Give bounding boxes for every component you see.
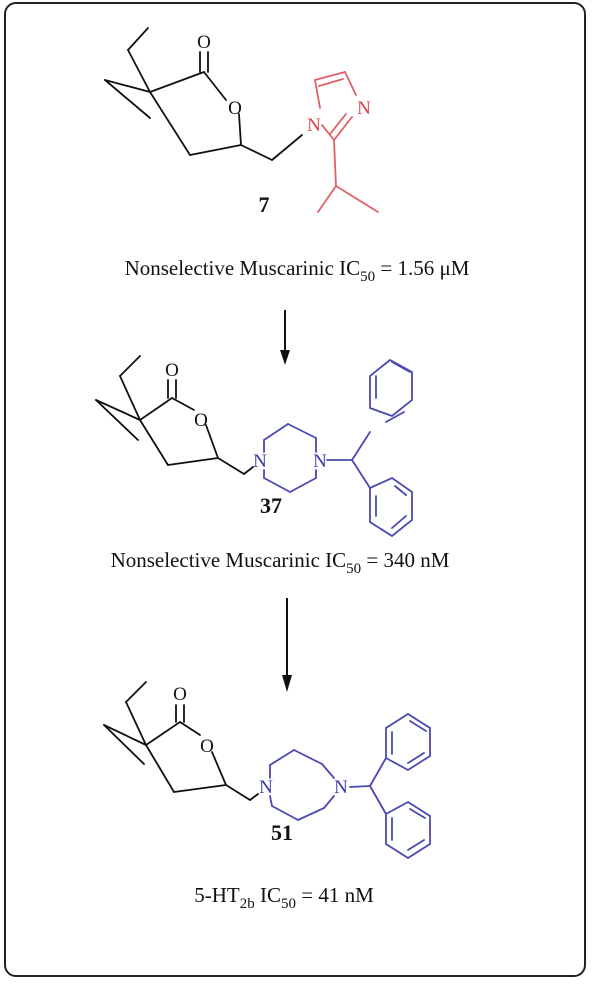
isopropyl-bond-1: [333, 139, 337, 187]
phenyl-upper-double-bonds: [391, 720, 427, 764]
ring-bond-c3-c2: [145, 721, 181, 746]
ethyl-bond-2b: [103, 724, 145, 765]
imidazole-bond-2b: [318, 78, 344, 87]
piperazine-bond-2: [269, 749, 295, 766]
imidazole-n3-label: N: [357, 98, 371, 119]
compound-37-structure: O O N N: [95, 355, 413, 538]
piperazine-bond-3: [287, 423, 317, 439]
ethyl-bond-2a: [95, 399, 141, 421]
linker-bond-b: [243, 466, 254, 475]
ring-bond-c5-c4: [173, 784, 227, 793]
linker-bond-b: [271, 134, 303, 161]
compound-7-structure: O O N N: [104, 27, 379, 213]
phenyl-upper-ring: [369, 358, 413, 418]
ring-bond-c4-c3: [145, 744, 175, 793]
phenyl-lower-double-bonds: [391, 808, 426, 851]
piperazine-bond-6: [297, 807, 325, 821]
imidazole-bond-4: [333, 116, 353, 141]
reaction-arrow-2: [282, 598, 292, 692]
piperazine-bond-3: [293, 749, 323, 765]
imidazole-bond-5: [321, 124, 335, 141]
carbonyl-oxygen-label: O: [197, 32, 211, 53]
ring-oxygen-label: O: [194, 410, 208, 431]
ring-bond-c4-c3: [149, 91, 191, 156]
ring-bond-c2-o: [203, 71, 227, 101]
imidazole-bond-3: [344, 71, 357, 96]
piperazine-bond-6: [289, 477, 317, 493]
ethyl-bond-2a: [103, 724, 147, 746]
piperazine-n4-label: N: [313, 451, 327, 472]
piperazine-bond-4: [321, 763, 335, 779]
piperazine-n1-label: N: [253, 451, 267, 472]
isopropyl-bond-3: [335, 185, 379, 213]
ring-bond-c3-c2: [149, 71, 205, 93]
benzhydryl-bond-n-ch: [349, 785, 371, 788]
ethyl-bond-1b: [125, 681, 147, 703]
linker-bond-a: [225, 784, 251, 801]
imidazole-n1-label: N: [307, 115, 321, 136]
ethyl-bond-1b: [127, 27, 149, 51]
imidazole-bond-2: [314, 71, 346, 81]
piperazine-bond-8: [269, 795, 273, 807]
ring-oxygen-label: O: [228, 98, 242, 119]
phenyl-upper-double-bonds: [375, 361, 411, 423]
benzhydryl-bond-down: [351, 459, 371, 489]
piperazine-bond-5: [323, 795, 335, 809]
ethyl-bond-1a: [125, 701, 147, 746]
piperazine-bond-2: [263, 423, 289, 441]
imidazole-bond-1: [314, 79, 321, 109]
ethyl-bond-2b: [95, 399, 139, 441]
carbonyl-oxygen-label: O: [173, 684, 187, 705]
ring-bond-c5-c4: [167, 457, 219, 466]
compound-7-caption: Nonselective Muscarinic IC50 = 1.56 μM: [125, 256, 470, 285]
linker-bond-a: [240, 144, 273, 161]
compound-51-label: 51: [271, 820, 293, 845]
linker-bond-b: [249, 793, 259, 801]
piperazine-bond-7: [271, 805, 299, 821]
isopropyl-bond-2: [317, 185, 337, 213]
phenyl-lower-double-bonds: [375, 485, 407, 529]
piperazine-n4-label: N: [334, 777, 348, 798]
ethyl-bond-2a: [104, 79, 151, 93]
compound-37-label: 37: [260, 493, 282, 518]
phenyl-lower-ring: [369, 476, 413, 538]
piperazine-n1-label: N: [259, 777, 273, 798]
ring-bond-o-c5: [211, 751, 227, 786]
linker-bond-a: [217, 457, 245, 475]
ring-bond-c3-c2: [139, 397, 173, 421]
ring-bond-c4-c3: [139, 419, 169, 466]
ring-bond-o-c5: [205, 424, 219, 459]
benzhydryl-bond-up: [351, 431, 371, 461]
phenyl-upper-ring: [385, 712, 431, 772]
carbonyl-oxygen-label: O: [165, 360, 179, 381]
benzhydryl-bond-down: [369, 785, 387, 815]
compound-7-label: 7: [259, 192, 270, 217]
piperazine-bond-7: [263, 477, 291, 493]
ring-bond-c2-o: [171, 397, 195, 411]
ethyl-bond-1b: [119, 355, 141, 377]
compound-51-caption: 5-HT2b IC50 = 41 nM: [194, 883, 374, 912]
compound-37-caption: Nonselective Muscarinic IC50 = 340 nM: [111, 548, 450, 577]
ring-bond-o-c5: [238, 113, 242, 146]
benzhydryl-bond-up: [369, 757, 387, 787]
imidazole-bond-4b: [329, 113, 347, 135]
ring-oxygen-label: O: [200, 736, 214, 757]
compound-51-structure: O O N N: [103, 681, 431, 860]
ethyl-bond-1a: [119, 375, 141, 421]
ethyl-bond-2b: [104, 79, 151, 119]
ethyl-bond-1a: [127, 49, 151, 93]
reaction-arrow-1: [280, 310, 290, 365]
ring-bond-c2-o: [179, 721, 201, 736]
phenyl-lower-ring: [385, 800, 431, 860]
ring-bond-c5-c4: [189, 144, 242, 156]
